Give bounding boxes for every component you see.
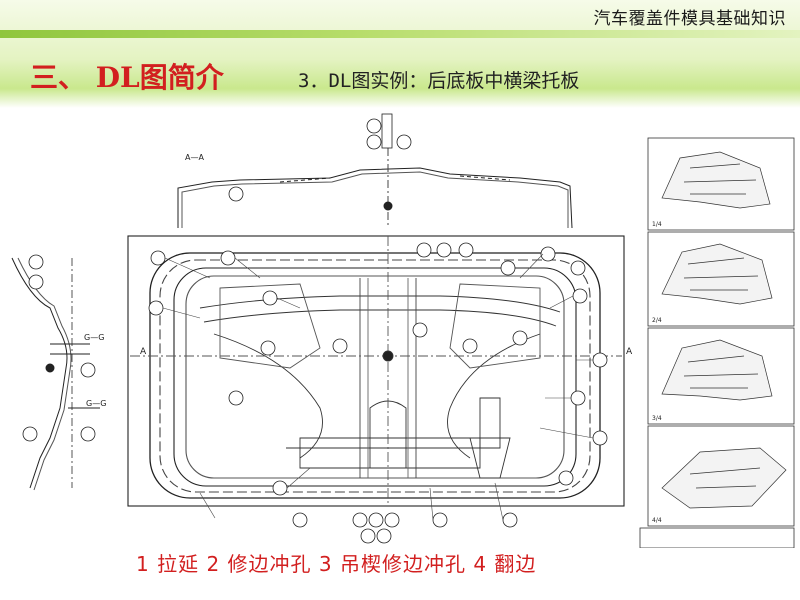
side-marker-right: A xyxy=(626,347,633,357)
header-accent-bar xyxy=(0,30,800,38)
leader-lines xyxy=(162,253,594,521)
section-view-top xyxy=(177,116,573,229)
plan-view-frame xyxy=(127,235,625,507)
thumbnail-labels: 1/4 2/4 3/4 4/4 xyxy=(652,221,662,524)
svg-text:4/4: 4/4 xyxy=(652,517,662,524)
svg-text:3/4: 3/4 xyxy=(652,415,662,422)
dl-drawing: A—A xyxy=(11,113,795,548)
slide-subtitle: 3．DL图实例：后底板中横梁托板 xyxy=(298,70,580,92)
thumbnail-parts xyxy=(661,151,787,509)
section-label-g1: G—G xyxy=(84,333,104,342)
operation-caption: 1 拉延 2 修边冲孔 3 吊楔修边冲孔 4 翻边 xyxy=(136,552,537,576)
thumbnail-panels xyxy=(639,137,795,548)
section-view-left-callouts xyxy=(22,254,96,442)
header-band xyxy=(0,0,800,108)
plan-view-callouts xyxy=(148,242,608,544)
side-marker-left: A xyxy=(140,347,147,357)
section-label-g2: G—G xyxy=(86,399,106,408)
callout-cluster-top xyxy=(228,113,412,202)
section-title: 三、 DL图简介 xyxy=(30,61,224,94)
section-label: A—A xyxy=(185,153,204,162)
svg-text:1/4: 1/4 xyxy=(652,221,662,228)
part-geometry xyxy=(130,236,622,506)
deck-title: 汽车覆盖件模具基础知识 xyxy=(593,9,786,29)
svg-text:2/4: 2/4 xyxy=(652,317,662,324)
